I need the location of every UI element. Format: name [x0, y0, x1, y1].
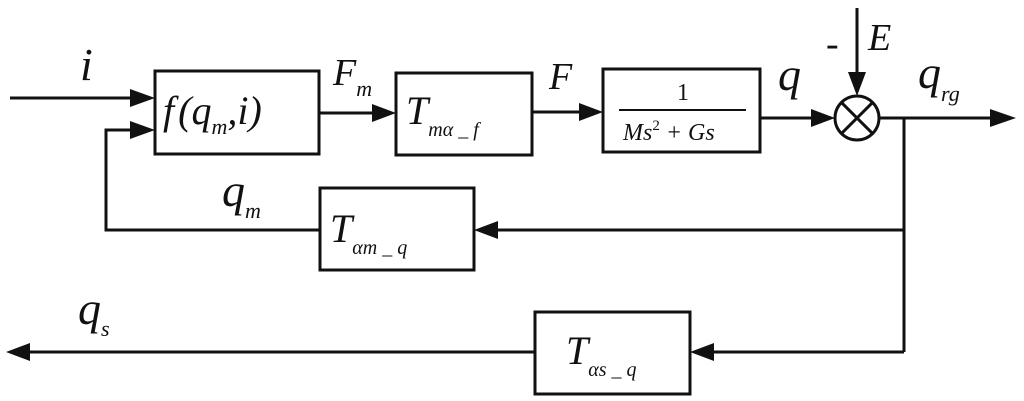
plant-numerator: 1	[677, 80, 689, 106]
q-arrowhead	[811, 109, 835, 127]
fm-arrowhead	[372, 104, 396, 122]
feedback-m-arrowhead	[474, 221, 498, 239]
qm-return-wire	[104, 128, 320, 232]
label-feedback-qm: qm	[222, 165, 261, 223]
t-alpha-m-q-label: Tαm _ q	[330, 206, 407, 259]
t-alpha-s-q-block	[533, 310, 692, 396]
qs-arrowhead	[6, 343, 30, 361]
label-disturbance-sign: -	[826, 23, 839, 65]
t-alpha-s-q-label: Tαs _ q	[566, 328, 637, 381]
label-fm: Fm	[332, 52, 372, 101]
qm-return-arrowhead	[130, 121, 155, 139]
label-q: q	[778, 49, 801, 100]
plant-fraction: 1 Ms2 + Gs	[619, 80, 746, 146]
force-arrowhead	[579, 103, 603, 121]
summing-junction	[833, 94, 881, 142]
label-output-qrg: qrg	[918, 47, 960, 106]
label-force: F	[548, 56, 573, 98]
t-m-alpha-f-block	[394, 71, 534, 157]
output-arrowhead	[990, 109, 1016, 127]
plant-transfer-block	[601, 67, 762, 154]
label-input-i: i	[80, 39, 93, 90]
plant-denominator: Ms2 + Gs	[622, 118, 715, 146]
label-sensor-qs: qs	[78, 283, 110, 341]
disturbance-arrowhead	[848, 72, 866, 96]
nonlinear-function-label: f(qm,i)	[163, 88, 262, 139]
input-arrowhead	[130, 89, 155, 107]
feedback-s-arrowhead	[690, 343, 714, 361]
t-m-alpha-f-label: Tmα _ f	[406, 88, 481, 141]
label-disturbance-e: E	[867, 17, 891, 59]
